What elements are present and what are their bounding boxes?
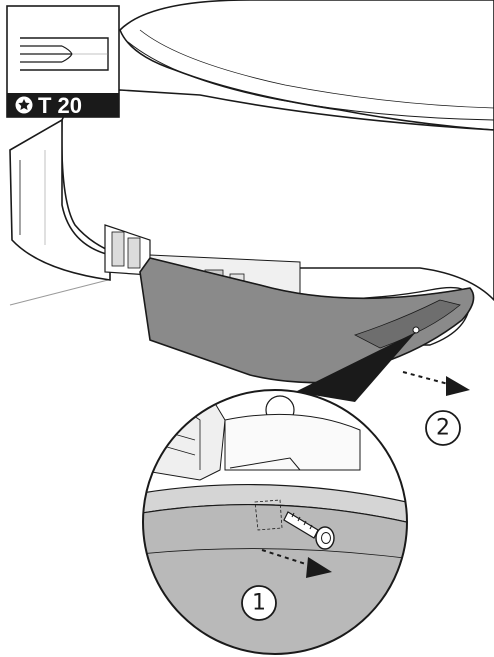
pull-arrow-1 (261, 549, 332, 578)
pull-arrow-2 (402, 371, 470, 396)
lid-contour-line (139, 29, 494, 109)
step-number-1: 1 (252, 591, 266, 616)
lid-contour-line (127, 41, 494, 121)
zoom-detail (142, 389, 408, 655)
step-marker-1: 1 (241, 585, 277, 621)
floor-line (9, 279, 109, 306)
tool-size-label: T 20 (38, 93, 82, 118)
appliance-lid (119, 0, 494, 131)
zoom-callout-wedge (295, 332, 416, 402)
appliance-shell (60, 89, 494, 302)
torx-screw (283, 511, 335, 550)
step-number-2: 2 (436, 416, 450, 441)
zoom-circle-frame (142, 389, 408, 655)
front-cover (139, 257, 475, 384)
cover-screw-hole (412, 326, 420, 334)
torx-star-icon (15, 96, 33, 114)
tool-badge: T 20 (6, 5, 120, 118)
torx-bit-drawing (20, 37, 109, 71)
cover-edge (149, 257, 471, 299)
appliance-left-side (9, 118, 111, 281)
step-marker-2: 2 (425, 410, 461, 446)
